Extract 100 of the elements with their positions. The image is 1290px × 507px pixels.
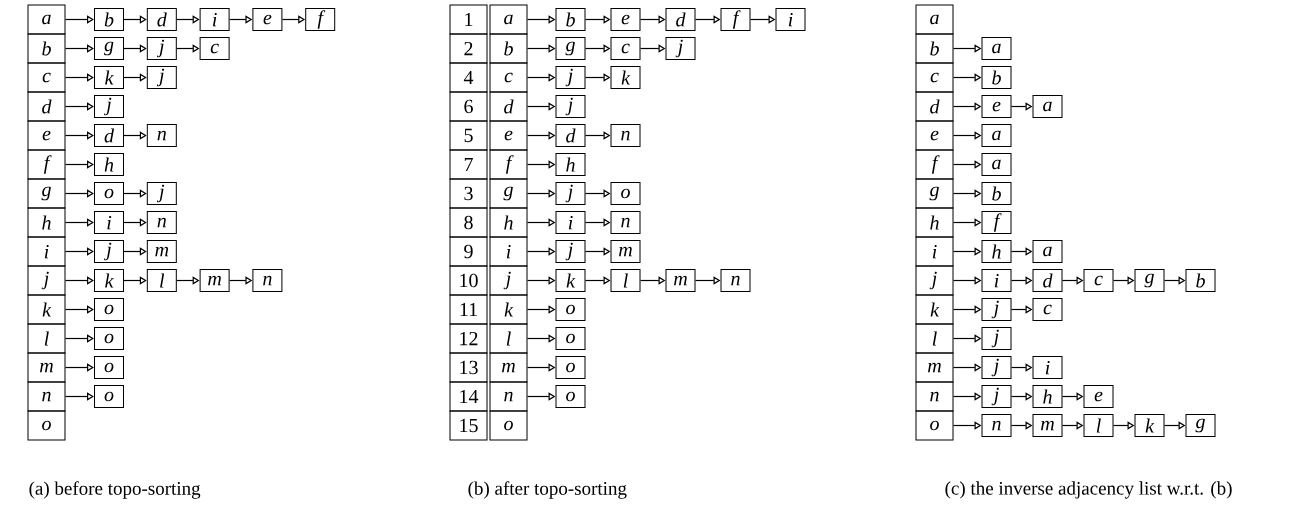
list-node-box: b xyxy=(981,182,1012,205)
list-head-cell: a xyxy=(27,4,66,35)
list-head-cell: d xyxy=(915,91,954,122)
list-node-box: f xyxy=(305,8,336,31)
list-node-box: h xyxy=(94,153,124,176)
list-head-cell: d xyxy=(489,91,528,122)
caption: (b) after topo-sorting xyxy=(468,481,627,499)
caption: (a) before topo-sorting xyxy=(29,481,201,499)
list-node-box: m xyxy=(610,240,641,263)
list-node-box: i xyxy=(199,8,230,31)
list-node-box: o xyxy=(555,356,586,379)
list-head-cell: m xyxy=(27,352,66,383)
arrow xyxy=(123,15,147,24)
list-node-box: g xyxy=(1134,269,1165,292)
list-node-box: e xyxy=(1083,385,1114,408)
list-node-box: a xyxy=(1032,240,1063,263)
list-node-box: n xyxy=(146,124,177,147)
list-node-box: h xyxy=(1032,385,1063,408)
list-node-box: o xyxy=(555,298,586,321)
list-node-box: c xyxy=(199,37,230,60)
list-node-box: n xyxy=(610,211,641,234)
list-node-box: a xyxy=(1032,95,1063,118)
list-head-cell: m xyxy=(489,352,528,383)
list-head-cell: k xyxy=(915,294,954,325)
list-head-cell: a xyxy=(489,4,528,35)
list-head-cell: j xyxy=(915,265,954,296)
list-node-box: d xyxy=(94,124,124,147)
list-node-box: j xyxy=(146,66,177,89)
list-node-box: o xyxy=(555,327,586,350)
list-node-box: a xyxy=(981,153,1012,176)
list-head-cell: m xyxy=(915,352,954,383)
list-node-box: j xyxy=(146,182,177,205)
list-node-box: b xyxy=(555,8,586,31)
list-node-box: h xyxy=(555,153,586,176)
list-head-cell: c xyxy=(915,62,954,93)
list-head-cell: k xyxy=(489,294,528,325)
list-head-cell: g xyxy=(489,178,528,209)
list-node-box: i xyxy=(1032,356,1063,379)
list-node-box: o xyxy=(94,298,124,321)
index-cell: 10 xyxy=(449,265,488,296)
list-node-box: o xyxy=(555,385,586,408)
list-node-box: k xyxy=(610,66,641,89)
index-cell: 11 xyxy=(449,294,488,325)
list-node-box: m xyxy=(199,269,230,292)
arrow xyxy=(123,131,147,140)
list-head-cell: l xyxy=(489,323,528,354)
index-cell: 2 xyxy=(449,33,488,64)
list-node-box: m xyxy=(146,240,177,263)
list-head-cell: o xyxy=(489,410,528,441)
index-cell: 1 xyxy=(449,4,488,35)
list-node-box: o xyxy=(610,182,641,205)
list-node-box: j xyxy=(94,240,124,263)
list-node-box: k xyxy=(1134,414,1165,437)
list-head-cell: n xyxy=(489,381,528,412)
index-cell: 15 xyxy=(449,410,488,441)
list-node-box: j xyxy=(555,95,586,118)
list-node-box: i xyxy=(981,269,1012,292)
list-node-box: o xyxy=(94,327,124,350)
list-node-box: n xyxy=(981,414,1012,437)
list-head-cell: o xyxy=(915,410,954,441)
list-node-box: i xyxy=(775,8,806,31)
list-head-cell: h xyxy=(489,207,528,238)
list-head-cell: j xyxy=(27,265,66,296)
list-node-box: m xyxy=(1032,414,1063,437)
index-cell: 7 xyxy=(449,149,488,180)
list-head-cell: e xyxy=(915,120,954,151)
arrow xyxy=(64,15,94,24)
list-head-cell: b xyxy=(915,33,954,64)
arrow xyxy=(64,160,94,169)
list-node-box: a xyxy=(981,37,1012,60)
index-cell: 3 xyxy=(449,178,488,209)
list-head-cell: f xyxy=(27,149,66,180)
arrow xyxy=(64,392,94,401)
index-cell: 5 xyxy=(449,120,488,151)
list-head-cell: j xyxy=(489,265,528,296)
list-node-box: n xyxy=(720,269,751,292)
list-node-box: g xyxy=(1185,414,1216,437)
list-node-box: i xyxy=(555,211,586,234)
arrow xyxy=(64,131,94,140)
arrow xyxy=(123,247,147,256)
list-head-cell: a xyxy=(915,4,954,35)
list-node-box: j xyxy=(981,356,1012,379)
list-node-box: j xyxy=(555,182,586,205)
list-head-cell: e xyxy=(489,120,528,151)
list-node-box: e xyxy=(252,8,283,31)
list-node-box: c xyxy=(1032,298,1063,321)
list-node-box: d xyxy=(1032,269,1063,292)
list-node-box: f xyxy=(720,8,751,31)
arrow xyxy=(64,247,94,256)
index-cell: 6 xyxy=(449,91,488,122)
list-node-box: b xyxy=(1185,269,1216,292)
list-node-box: o xyxy=(94,356,124,379)
list-head-cell: c xyxy=(489,62,528,93)
list-node-box: l xyxy=(610,269,641,292)
index-cell: 4 xyxy=(449,62,488,93)
list-head-cell: n xyxy=(27,381,66,412)
arrow xyxy=(123,73,147,82)
index-cell: 12 xyxy=(449,323,488,354)
list-node-box: n xyxy=(252,269,283,292)
arrow xyxy=(64,73,94,82)
